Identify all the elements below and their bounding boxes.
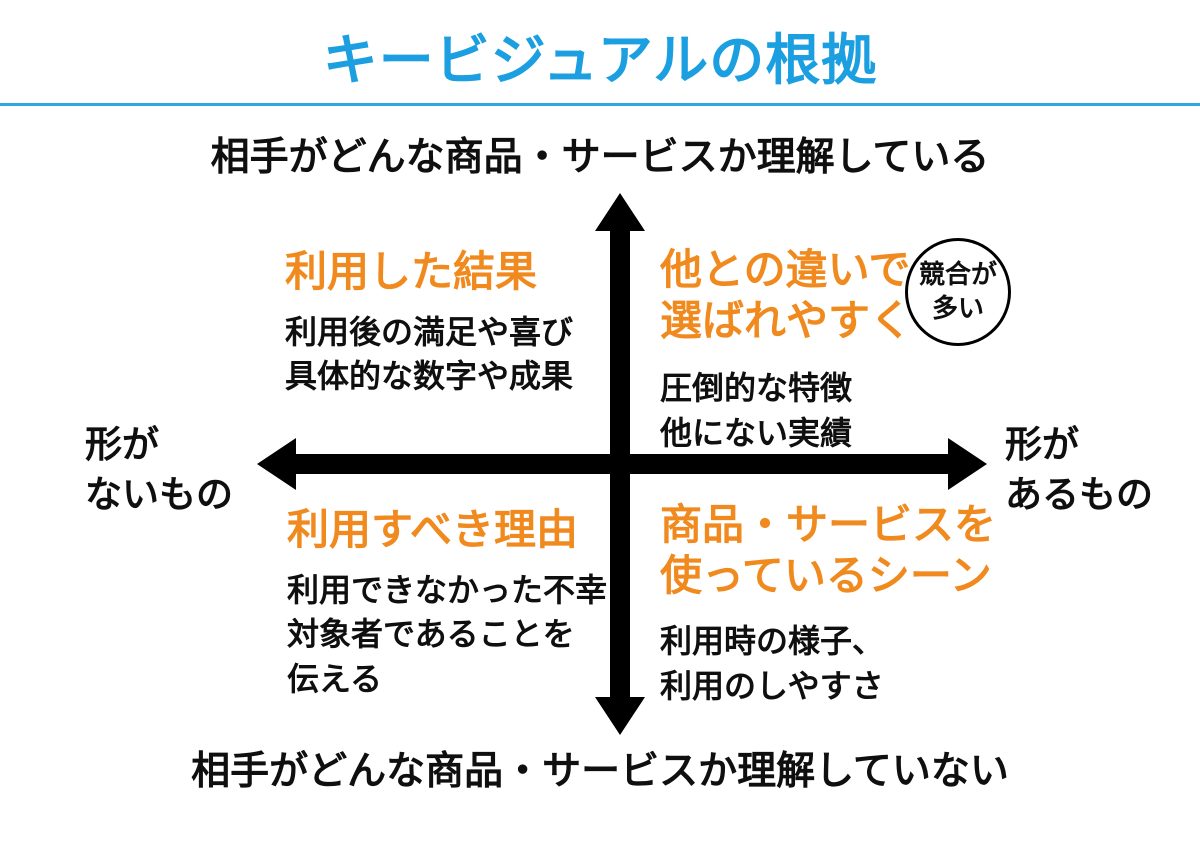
quadrant-bottom-right-heading-line2: 使っているシーン [660,552,992,600]
quadrant-bottom-left-heading: 利用すべき理由 [287,506,579,553]
axis-label-right: 形が あるもの [1005,420,1153,520]
quadrant-top-right-heading: 他との違いで 選ばれやすく [660,244,912,346]
quadrant-top-right-heading-line1: 他との違いで [660,246,911,293]
quadrant-bottom-right-body: 利用時の様子、 利用のしやすさ [660,619,996,707]
quadrant-top-left-body-line1: 利用後の満足や喜び [285,314,574,351]
quadrant-bottom-right: 商品・サービスを 使っているシーン 利用時の様子、 利用のしやすさ [660,499,996,708]
quadrant-top-right-body-line1: 圧倒的な特徴 [660,370,853,407]
quadrant-top-right-body: 圧倒的な特徴 他にない実績 [660,366,912,454]
quadrant-top-left: 利用した結果 利用後の満足や喜び 具体的な数字や成果 [285,246,573,399]
quadrant-bottom-right-body-line2: 利用のしやすさ [660,667,884,704]
page-title: キービジュアルの根拠 [322,29,878,91]
quadrant-top-left-heading: 利用した結果 [285,248,538,295]
competition-badge-line2: 多い [931,293,984,323]
quadrant-bottom-right-heading: 商品・サービスを 使っているシーン [660,499,996,601]
quadrant-top-left-body-line2: 具体的な数字や成果 [285,358,574,395]
axis-label-right-line2: あるもの [1005,473,1153,515]
quadrant-top-right: 他との違いで 選ばれやすく 圧倒的な特徴 他にない実績 [660,244,912,455]
axis-label-top: 相手がどんな商品・サービスか理解している [210,136,990,179]
axis-label-left: 形が ないもの [85,420,233,520]
quadrant-bottom-left-body-line2: 対象者であることを [287,616,575,653]
title-divider [0,103,1200,106]
quadrant-bottom-left-body: 利用できなかった不幸 対象者であることを 伝える [287,568,607,700]
axis-label-bottom: 相手がどんな商品・サービスか理解していない [191,750,1009,793]
horizontal-axis-arrow [257,438,987,490]
competition-badge: 競合が 多い [905,238,1011,346]
quadrant-bottom-left-body-line3: 伝える [287,660,383,697]
quadrant-bottom-left: 利用すべき理由 利用できなかった不幸 対象者であることを 伝える [287,504,607,701]
quadrant-bottom-right-heading-line1: 商品・サービスを [660,501,997,548]
quadrant-bottom-left-body-line1: 利用できなかった不幸 [287,572,608,609]
axis-label-right-line1: 形が [1005,424,1079,465]
axis-label-left-line1: 形が [85,424,159,465]
quadrant-top-right-heading-line2: 選ばれやすく [660,297,913,345]
competition-badge-line1: 競合が [918,259,997,290]
quadrant-bottom-right-body-line1: 利用時の様子、 [660,623,885,660]
axis-label-left-line2: ないもの [85,473,233,515]
quadrant-top-right-body-line2: 他にない実績 [660,414,853,451]
quadrant-top-left-body: 利用後の満足や喜び 具体的な数字や成果 [285,310,573,398]
